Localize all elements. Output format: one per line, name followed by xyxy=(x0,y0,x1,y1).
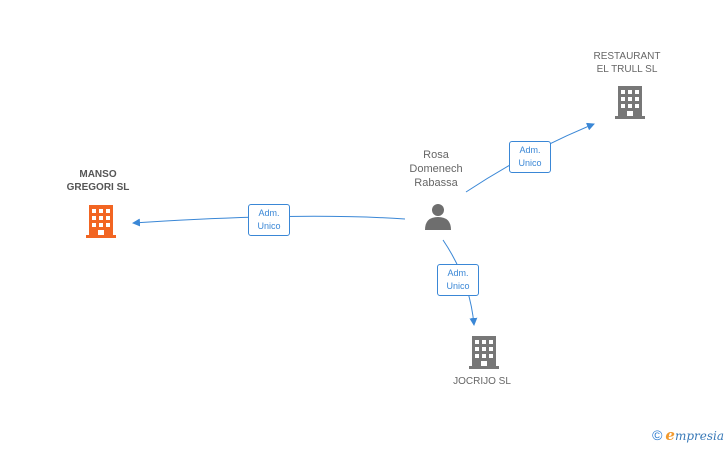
company-label-manso[interactable]: MANSO GREGORI SL xyxy=(52,168,144,194)
person-name-line: Rabassa xyxy=(414,177,458,189)
edge-label-role: Adm. xyxy=(447,268,469,278)
company-name-line: JOCRIJO SL xyxy=(453,376,511,387)
company-label-jocrijo[interactable]: JOCRIJO SL xyxy=(436,375,528,388)
edge-label-role-detail: Unico xyxy=(446,281,470,291)
company-label-restaurant[interactable]: RESTAURANT EL TRULL SL xyxy=(578,50,676,76)
edge-label-role: Adm. xyxy=(519,145,541,155)
brand-initial: e xyxy=(665,426,675,444)
company-name-line: MANSO xyxy=(79,169,117,180)
edge-label-restaurant[interactable]: Adm. Unico xyxy=(509,141,551,173)
building-icon-restaurant[interactable] xyxy=(615,86,645,119)
building-icon-jocrijo[interactable] xyxy=(469,336,499,369)
person-icon[interactable] xyxy=(425,204,451,230)
person-name-label[interactable]: Rosa Domenech Rabassa xyxy=(398,148,474,190)
person-name-line: Rosa xyxy=(423,149,449,161)
edge-label-role: Adm. xyxy=(258,208,280,218)
company-name-line: RESTAURANT xyxy=(593,51,661,62)
brand-logo[interactable]: empresia xyxy=(665,426,724,444)
copyright-icon: © xyxy=(652,427,663,443)
edge-label-manso[interactable]: Adm. Unico xyxy=(248,204,290,236)
edge-label-role-detail: Unico xyxy=(257,221,281,231)
person-name-line: Domenech xyxy=(409,163,463,175)
company-name-line: GREGORI SL xyxy=(66,182,130,193)
edge-label-jocrijo[interactable]: Adm. Unico xyxy=(437,264,479,296)
brand-name: mpresia xyxy=(674,429,724,443)
building-icon-manso[interactable] xyxy=(86,205,116,238)
footer-brand: © empresia xyxy=(652,426,724,444)
edge-label-role-detail: Unico xyxy=(518,158,542,168)
company-name-line: EL TRULL SL xyxy=(596,64,658,75)
